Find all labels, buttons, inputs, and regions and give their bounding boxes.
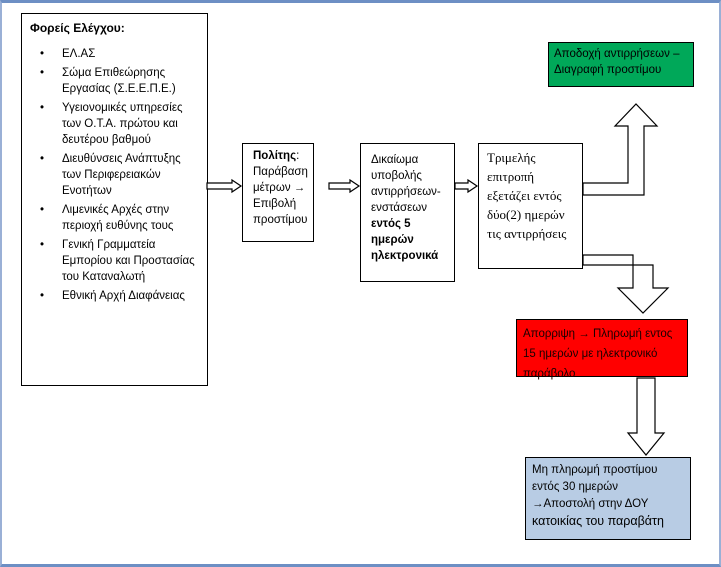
reject-text: Απορριψη → Πληρωμή εντος 15 ημερών με ηλ…	[523, 328, 673, 380]
authority-item: Λιμενικές Αρχές στην περιοχή ευθύνης του…	[40, 202, 201, 234]
committee-text: Τριμελής επιτροπή εξετάζει εντός δύο(2) …	[487, 150, 567, 241]
arrow-reject-to-nopay	[626, 377, 666, 456]
objection-text: Δικαίωμα υποβολής αντιρρήσεων-ενστάσεων	[371, 154, 441, 214]
arrow-committee-to-accept	[582, 103, 659, 196]
arrow-objection-to-committee	[454, 178, 479, 194]
non-payment-box: Μη πληρωμή προστίμου εντός 30 ημερών →Απ…	[525, 457, 691, 540]
authority-item: Εθνική Αρχή Διαφάνειας	[40, 288, 201, 304]
arrow-citizen-to-objection	[328, 178, 361, 194]
authority-item: Υγειονομικές υπηρεσίες των Ο.Τ.Α. πρώτου…	[40, 100, 201, 148]
citizen-colon: :	[296, 150, 300, 162]
committee-review-box: Τριμελής επιτροπή εξετάζει εντός δύο(2) …	[478, 143, 583, 269]
authorities-title: Φορείς Ελέγχου:	[30, 21, 125, 35]
nopay-line2: →Αποστολή στην ΔΟΥ	[532, 498, 649, 510]
objection-right-box: Δικαίωμα υποβολής αντιρρήσεων-ενστάσεων …	[360, 143, 455, 282]
accept-objection-box: Αποδοχή αντιρρήσεων – Διαγραφή προστίμου	[548, 42, 694, 87]
control-authorities-box: Φορείς Ελέγχου: ΕΛ.ΑΣ Σώμα Επιθεώρησης Ε…	[21, 13, 208, 386]
arrow-committee-to-reject	[582, 254, 670, 314]
nopay-line1: Μη πληρωμή προστίμου εντός 30 ημερών	[532, 464, 658, 493]
objection-deadline: εντός 5 ημερών ηλεκτρονικά	[371, 218, 439, 262]
authority-item: Σώμα Επιθεώρησης Εργασίας (Σ.Ε.Ε.Π.Ε.)	[40, 65, 201, 97]
citizen-violation-box: Πολίτης: Παράβαση μέτρων → Επιβολή προστ…	[242, 143, 314, 242]
authority-item: Γενική Γραμματεία Εμπορίου και Προστασία…	[40, 237, 201, 285]
nopay-line3: κατοικίας του παραβάτη	[532, 514, 664, 528]
arrow-authorities-to-citizen	[206, 178, 243, 194]
authority-item: Διευθύνσεις Ανάπτυξης των Περιφερειακών …	[40, 151, 201, 199]
reject-objection-box: Απορριψη → Πληρωμή εντος 15 ημερών με ηλ…	[516, 319, 688, 380]
citizen-label: Πολίτης	[253, 150, 297, 162]
accept-text: Αποδοχή αντιρρήσεων – Διαγραφή προστίμου	[554, 48, 680, 76]
authority-item: ΕΛ.ΑΣ	[40, 46, 201, 62]
authorities-list: ΕΛ.ΑΣ Σώμα Επιθεώρησης Εργασίας (Σ.Ε.Ε.Π…	[30, 46, 201, 304]
citizen-text: Παράβαση μέτρων → Επιβολή προστίμου	[253, 166, 308, 226]
